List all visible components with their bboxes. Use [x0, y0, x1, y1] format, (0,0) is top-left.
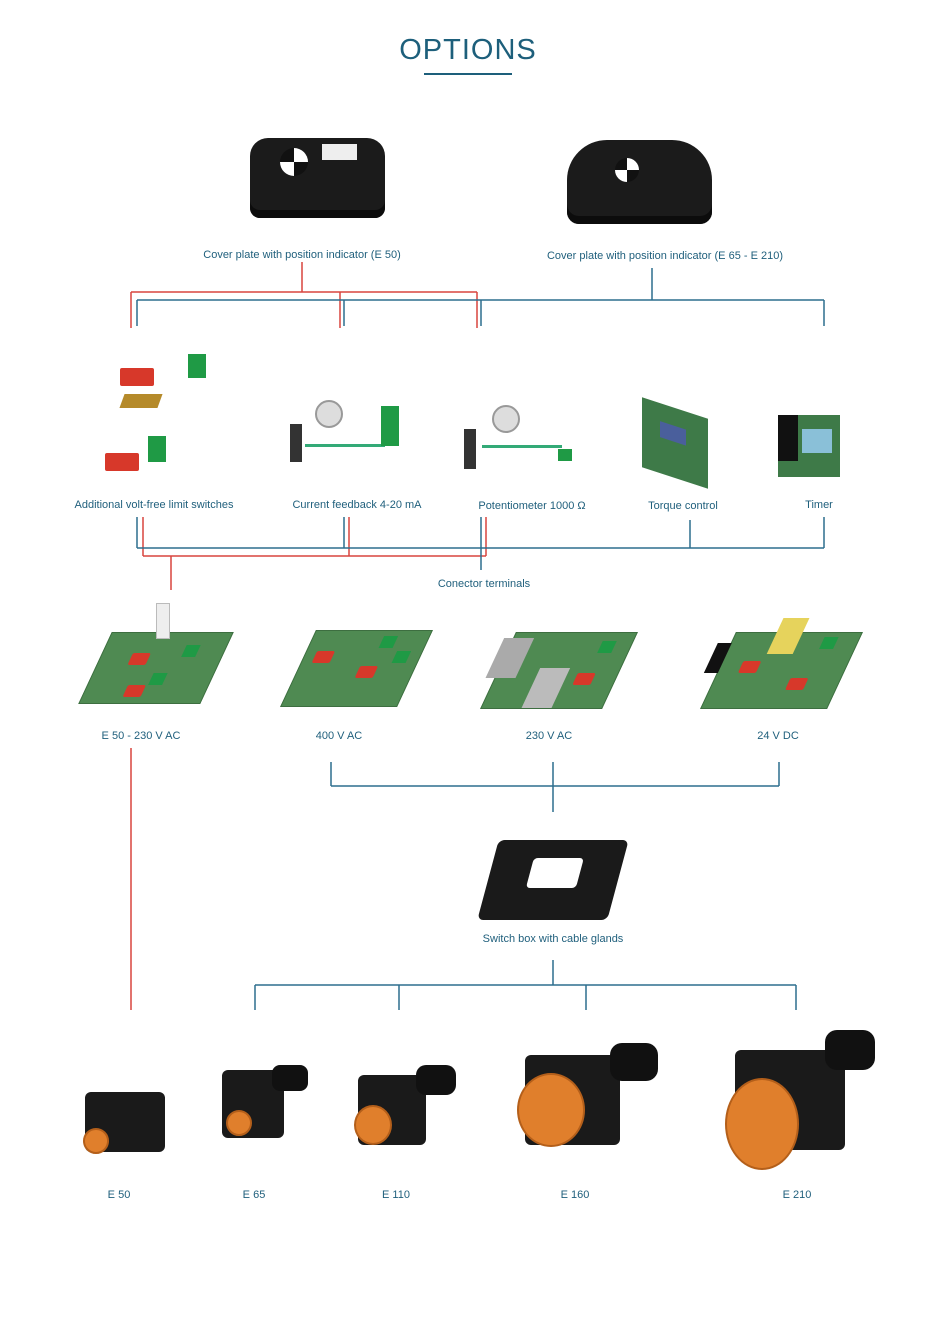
board-label-e50-230vac: E 50 - 230 V AC [101, 730, 181, 742]
actuator-e110-image [354, 1065, 456, 1145]
cover-plate-e65-e210-image [567, 140, 712, 224]
limit-switches-image [100, 338, 220, 488]
actuator-e65-image [222, 1065, 308, 1138]
position-indicator-icon [615, 158, 639, 182]
board-switch [156, 603, 170, 639]
board-label-230vac: 230 V AC [525, 730, 573, 742]
cover-label-e65-e210: Cover plate with position indicator (E 6… [546, 250, 784, 262]
page-title: OPTIONS [399, 34, 537, 66]
option-label-current-feedback: Current feedback 4-20 mA [292, 499, 422, 511]
actuator-e160-image [517, 1043, 658, 1147]
label-plate [322, 144, 357, 160]
current-feedback-image [285, 400, 405, 465]
option-label-timer: Timer [805, 499, 833, 511]
timer-image [778, 415, 840, 477]
potentiometer-image [462, 405, 577, 475]
actuator-e50-image [83, 1092, 165, 1154]
board-label-400vac: 400 V AC [315, 730, 363, 742]
connector-terminals-label: Conector terminals [437, 578, 531, 590]
actuator-label-e210: E 210 [782, 1189, 812, 1201]
red-lines [130, 262, 487, 1010]
title-underline [424, 73, 512, 75]
switch-box-image [477, 840, 629, 920]
actuator-label-e65: E 65 [242, 1189, 266, 1201]
option-label-potentiometer: Potentiometer 1000 Ω [478, 500, 586, 512]
actuator-label-e160: E 160 [560, 1189, 590, 1201]
blue-lines [136, 268, 825, 1010]
actuator-e210-image [725, 1030, 875, 1170]
cover-plate-e50-image [250, 138, 385, 218]
position-indicator-icon [280, 148, 308, 176]
option-label-limit-switches: Additional volt-free limit switches [74, 499, 234, 511]
switch-box-label: Switch box with cable glands [482, 933, 624, 945]
cover-label-e50: Cover plate with position indicator (E 5… [203, 249, 401, 261]
actuator-label-e50: E 50 [107, 1189, 131, 1201]
board-label-24vdc: 24 V DC [757, 730, 799, 742]
option-label-torque-control: Torque control [648, 500, 718, 512]
actuator-label-e110: E 110 [382, 1189, 410, 1201]
